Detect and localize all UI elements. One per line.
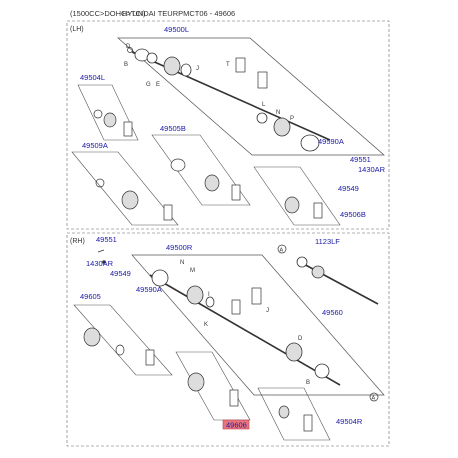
rh-callout-49590a[interactable]: 49590A [136,285,162,294]
diagram-title: HYUNDAI TEURPMCT06 - 49606 [122,9,235,18]
rh-letter-i: I [208,292,210,298]
lh-sub-bot-frame [253,166,341,226]
rh-letter-d: D [298,336,303,342]
lh-callout-49505b[interactable]: 49505B [160,124,186,133]
lh-sub-top-frame [77,84,139,141]
rh-bearing [296,256,308,268]
rh-callout-49551[interactable]: 49551 [96,235,117,244]
lh-sub-mid-frame [151,134,251,206]
lh-callout-1430ar[interactable]: 1430AR [358,165,386,174]
lh-sub-left-boot [121,190,139,210]
lh-sub-mid-grease [231,184,241,201]
lh-grease-tube-t [235,57,246,73]
rh-letter-m: M [190,268,195,274]
rh-sub-mid-grease [229,389,239,407]
rh-sub-left-ring [115,344,125,356]
lh-inner-housing [300,134,320,152]
lh-outer-race [146,52,158,64]
lh-sub-bot-grease [313,202,323,219]
lh-letter-l: L [262,102,266,108]
lh-sub-bot-boot [284,196,300,214]
rh-sub-mid-boot [187,372,205,392]
rh-marker-a-lower-label: A [372,396,376,402]
lh-letter-e: E [156,82,160,88]
lh-callout-49551[interactable]: 49551 [350,155,371,164]
rh-sub-left-boot [83,327,101,347]
rh-grease-tube-t [231,299,241,315]
lh-sub-mid-joint [170,158,186,172]
rh-sub-mid-frame [175,351,251,421]
lh-inner-boot [273,117,291,137]
rh-sub-right-grease [303,414,313,432]
lh-outer-boot [163,56,181,76]
lh-callout-49500l[interactable]: 49500L [164,25,189,34]
rh-outer-boot [285,342,303,362]
lh-inner-ring [256,112,268,124]
lh-letter-j: J [196,66,199,72]
highlight-badge-49606[interactable] [222,419,250,430]
lh-callout-49590a[interactable]: 49590A [318,137,344,146]
lh-letter-g: G [146,82,151,88]
lh-letter-d: D [126,44,131,50]
lh-section-frame [66,20,390,230]
rh-sub-left-frame [73,304,173,376]
rh-inner-ring [205,296,215,308]
rh-drive-shaft [149,274,341,386]
engine-spec: (1500CC>DOHC>TCI) [70,9,146,18]
rh-sub-left-grease [145,349,155,366]
lh-callout-49506b[interactable]: 49506B [340,210,366,219]
rh-callout-49549[interactable]: 49549 [110,269,131,278]
rh-callout-1123lf[interactable]: 1123LF [315,237,340,246]
lh-sub-top-grease [123,121,133,137]
rh-marker-a-upper [277,244,287,254]
rh-callout-49504r[interactable]: 49504R [336,417,363,426]
lh-sub-left-grease [163,204,173,221]
rh-bracket [311,265,325,279]
lh-section-label: (LH) [70,26,84,33]
rh-section-label: (RH) [70,238,85,245]
rh-callout-1430ar[interactable]: 1430AR [86,259,114,268]
lh-grease-tube-u [257,71,268,89]
rh-intermediate-shaft [299,261,379,305]
rh-letter-b: B [306,380,310,386]
lh-boot-ring [180,63,192,77]
lh-callout-49509a[interactable]: 49509A [82,141,108,150]
lh-sub-top-ring [93,109,103,119]
rh-outer-joint [314,363,330,379]
rh-letter-n: N [180,260,184,266]
rh-callout-49500r[interactable]: 49500R [166,243,193,252]
rh-section-frame [66,232,390,447]
rh-grease-tube-u [251,287,262,305]
rh-callout-49606-highlighted[interactable]: 49606 [226,421,247,430]
rh-sub-right-frame [257,387,331,441]
rh-letter-j: J [266,308,269,314]
lh-sub-top-boot [103,112,117,128]
lh-sub-mid-boot [204,174,220,192]
rh-nut-shape [102,260,106,264]
rh-main-assembly-frame [131,254,385,396]
rh-marker-a-upper-label: A [280,248,284,254]
lh-letter-n: N [276,110,280,116]
lh-callout-49549[interactable]: 49549 [338,184,359,193]
lh-sub-left-ring [95,178,105,188]
lh-letter-b: B [124,62,128,68]
rh-bolt-shape [97,249,105,253]
lh-letter-t: T [226,62,230,68]
rh-inner-housing [151,269,169,287]
lh-washer [127,47,133,53]
lh-callout-49504l[interactable]: 49504L [80,73,105,82]
rh-sub-right-boot [278,405,290,419]
rh-callout-49605[interactable]: 49605 [80,292,101,301]
rh-callout-49560[interactable]: 49560 [322,308,343,317]
lh-letter-p: P [290,116,294,122]
lh-main-assembly-frame [117,37,385,156]
lh-sub-left-frame [71,151,179,226]
rh-inner-boot [186,285,204,305]
rh-letter-k: K [204,322,208,328]
rh-marker-a-lower [369,392,379,402]
